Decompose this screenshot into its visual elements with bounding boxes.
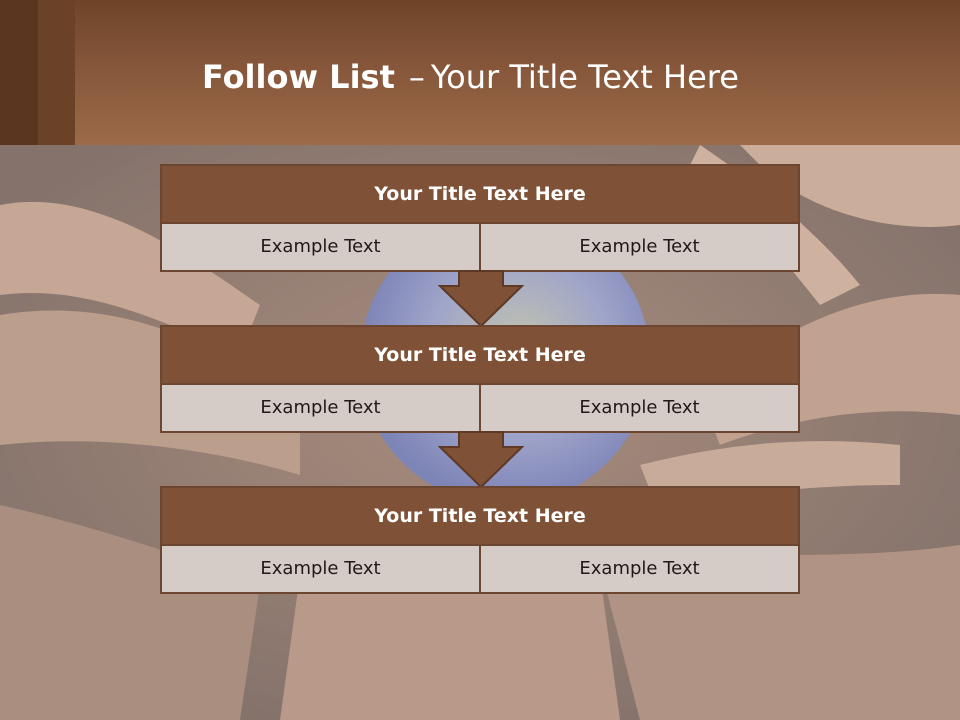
list-box-title: Your Title Text Here [162, 327, 798, 385]
list-box-row: Example Text Example Text [162, 546, 798, 592]
slide-title-separator: – [408, 58, 425, 96]
list-box: Your Title Text Here Example Text Exampl… [160, 164, 800, 272]
list-box-cell-right: Example Text [479, 224, 798, 270]
list-box-title: Your Title Text Here [162, 166, 798, 224]
list-box-row: Example Text Example Text [162, 224, 798, 270]
slide-header: Follow List–Your Title Text Here [0, 0, 960, 145]
slide-title-bold: Follow List [202, 58, 395, 96]
list-box-cell-left: Example Text [260, 236, 381, 257]
slide-title: Follow List–Your Title Text Here [202, 54, 739, 100]
header-accent-strip [0, 0, 38, 145]
header-accent-strip [38, 0, 75, 145]
list-box-cell-left: Example Text [260, 558, 381, 579]
slide-title-rest: Your Title Text Here [430, 58, 739, 96]
list-box-cell-right: Example Text [479, 385, 798, 431]
down-arrow-icon [438, 431, 524, 489]
list-box-cell-right: Example Text [479, 546, 798, 592]
list-box-cell-left: Example Text [260, 397, 381, 418]
down-arrow-icon [438, 270, 524, 328]
list-box: Your Title Text Here Example Text Exampl… [160, 486, 800, 594]
list-box-title: Your Title Text Here [162, 488, 798, 546]
list-box: Your Title Text Here Example Text Exampl… [160, 325, 800, 433]
list-box-row: Example Text Example Text [162, 385, 798, 431]
